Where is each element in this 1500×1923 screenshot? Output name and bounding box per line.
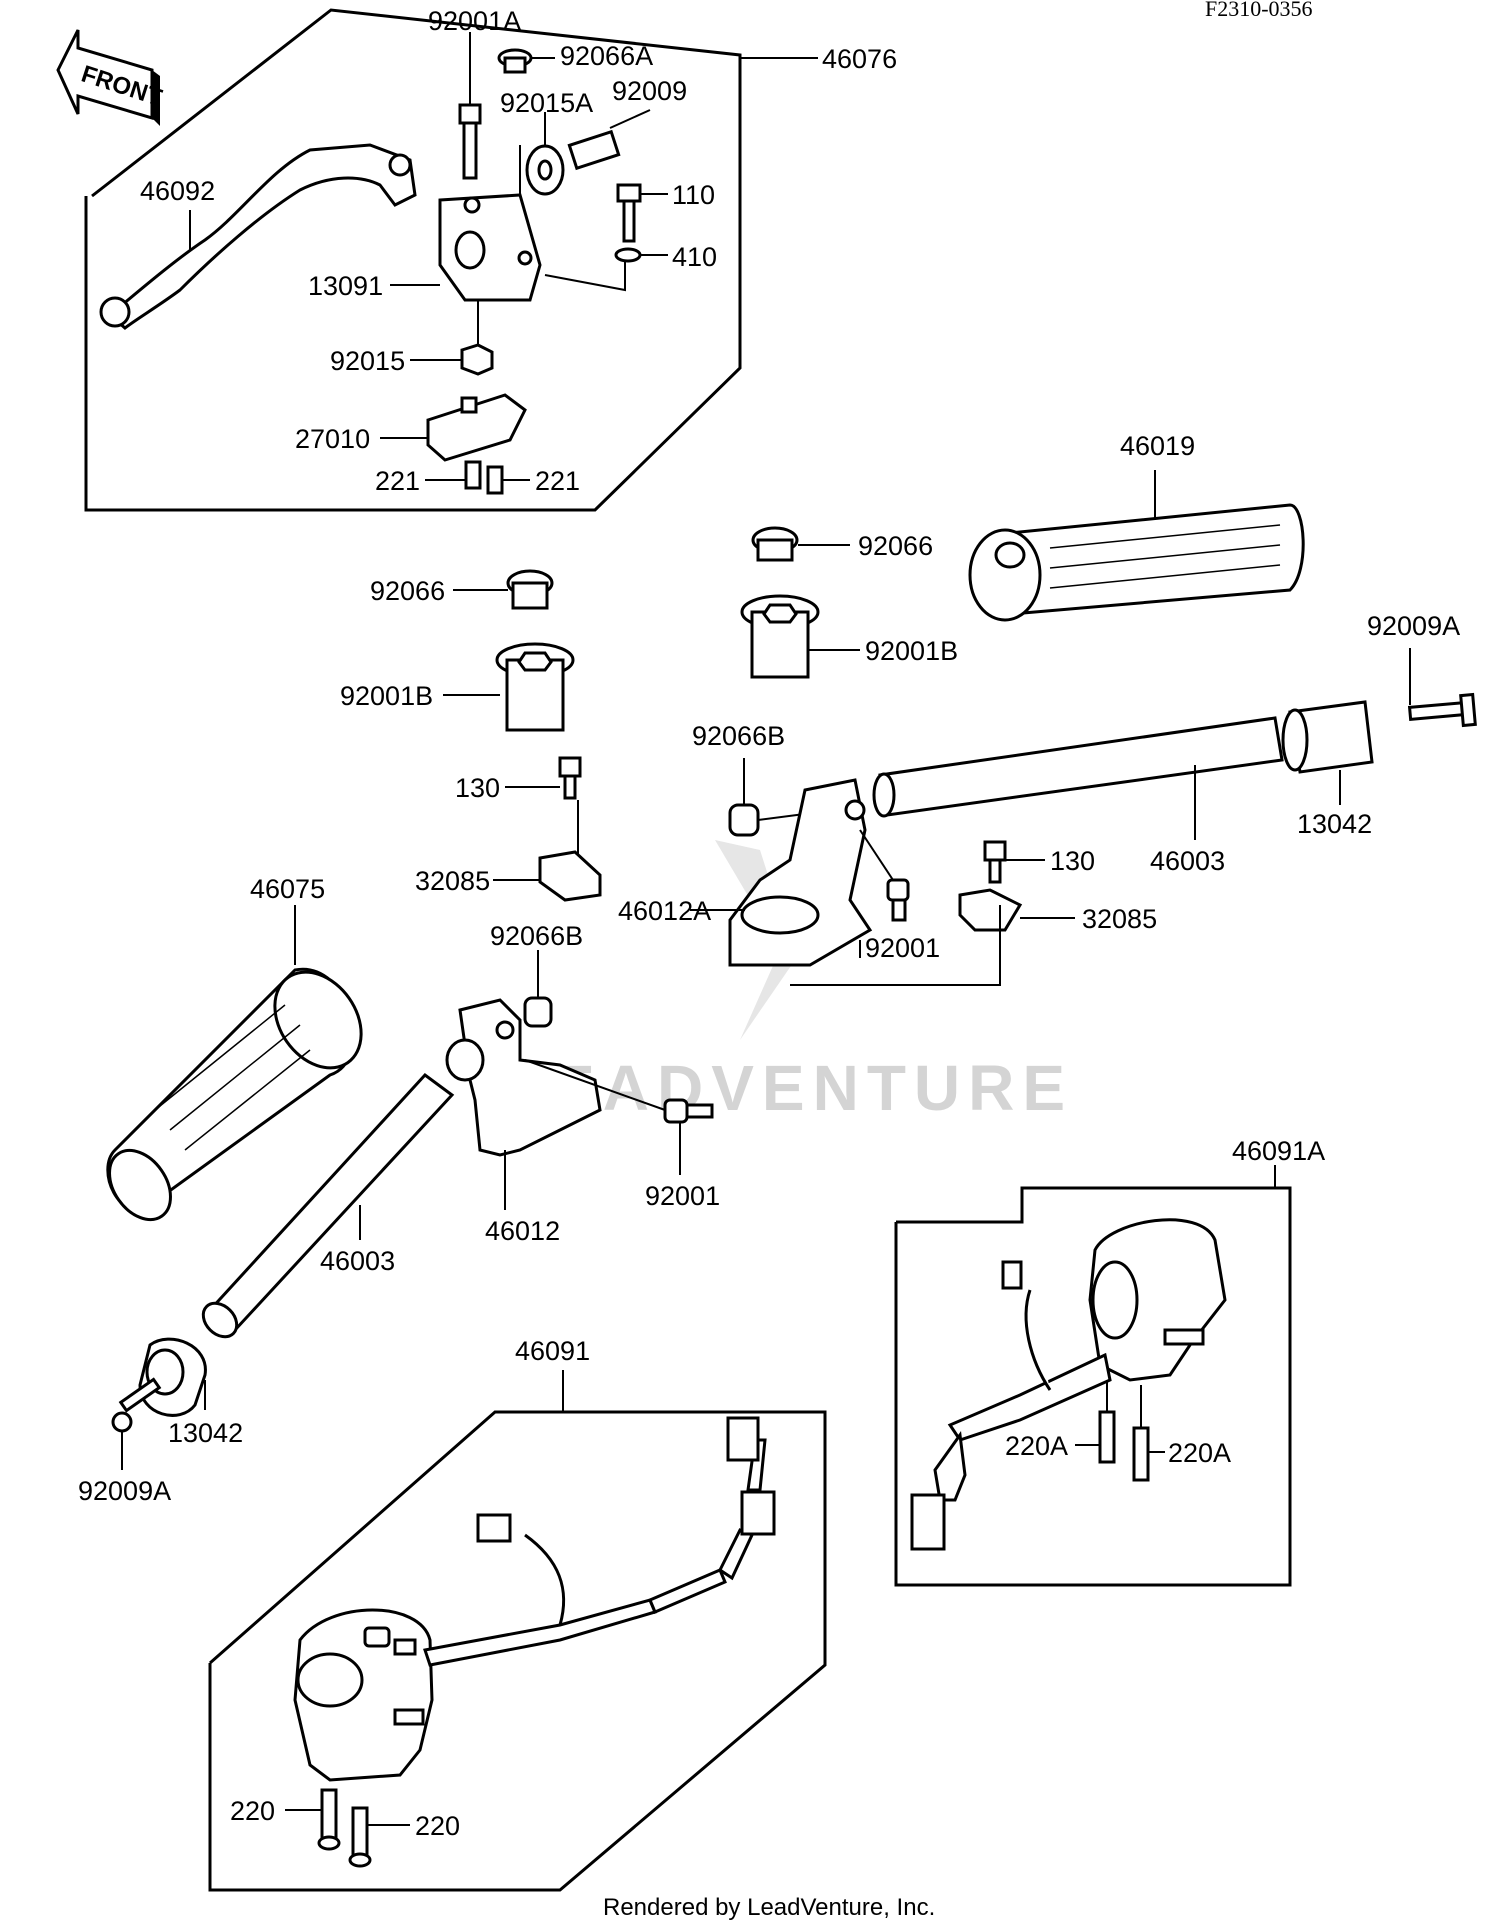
- label-32085-right: 32085: [1082, 904, 1157, 934]
- nut-92015: [460, 343, 494, 376]
- label-92009: 92009: [612, 76, 687, 106]
- cap-92066b-right: [728, 803, 760, 837]
- screw-92001-right: [886, 878, 910, 922]
- label-130-right: 130: [1050, 846, 1095, 876]
- bolt-110: [616, 183, 642, 243]
- label-130-left: 130: [455, 773, 500, 803]
- label-92066a: 92066A: [560, 41, 653, 71]
- switch-housing-46091: [293, 1416, 776, 1782]
- clamp-32085-left: [538, 850, 602, 902]
- screw-92001-left: [663, 1098, 714, 1124]
- label-92015a: 92015A: [500, 88, 593, 118]
- label-92009a-right: 92009A: [1367, 611, 1460, 641]
- screw-221-a: [464, 460, 482, 490]
- label-27010: 27010: [295, 424, 370, 454]
- bar-end-weight-right: [1281, 700, 1374, 774]
- bar-end-weight-left: [138, 1337, 207, 1417]
- label-92066-left: 92066: [370, 576, 445, 606]
- cap-92066-left: [506, 569, 554, 610]
- bolt-130-right: [983, 840, 1007, 884]
- label-220a-a: 220A: [1005, 1431, 1068, 1461]
- bar-end-bolt-left: [111, 1377, 162, 1433]
- label-92066b-right: 92066B: [692, 721, 785, 751]
- label-46091: 46091: [515, 1336, 590, 1366]
- lever-bracket: [438, 193, 542, 302]
- label-46075: 46075: [250, 874, 325, 904]
- label-46092: 46092: [140, 176, 215, 206]
- clutch-switch: [426, 393, 527, 462]
- switch-46091-box: [208, 1410, 827, 1892]
- diagram-code: F2310-0356: [1205, 0, 1313, 21]
- adjuster-92015a: [525, 144, 565, 196]
- cap-92066-right: [751, 526, 799, 562]
- label-13091: 13091: [308, 271, 383, 301]
- label-92001-left: 92001: [645, 1181, 720, 1211]
- grip-46019: [968, 503, 1305, 622]
- footer-credit: Rendered by LeadVenture, Inc.: [603, 1894, 935, 1921]
- adjuster-bolt-92009: [567, 129, 621, 171]
- clutch-lever: [99, 143, 417, 330]
- label-220-a: 220: [230, 1796, 275, 1826]
- screw-220a-a: [1098, 1410, 1116, 1464]
- plug-92001b-left: [495, 642, 575, 732]
- screw-220-a: [317, 1788, 341, 1851]
- label-92001a: 92001A: [428, 6, 521, 36]
- handlebar-pipe-right: [872, 716, 1284, 818]
- cap-92066b-left: [523, 996, 553, 1028]
- label-46003-right: 46003: [1150, 846, 1225, 876]
- label-221-b: 221: [535, 466, 580, 496]
- label-46019: 46019: [1120, 431, 1195, 461]
- label-46091a: 46091A: [1232, 1136, 1325, 1166]
- label-410: 410: [672, 242, 717, 272]
- bar-end-bolt-right: [1407, 692, 1477, 728]
- screw-221-b: [486, 465, 504, 495]
- plug-92001b-right: [740, 594, 820, 679]
- label-46076: 46076: [822, 44, 897, 74]
- clamp-32085-right: [958, 888, 1023, 932]
- label-13042-right: 13042: [1297, 809, 1372, 839]
- label-92009a-left: 92009A: [78, 1476, 171, 1506]
- washer-410: [614, 247, 642, 263]
- label-46012a: 46012A: [618, 896, 711, 926]
- bolt-130-left: [558, 756, 582, 800]
- front-arrow: FRONT: [56, 29, 165, 126]
- label-46003-left: 46003: [320, 1246, 395, 1276]
- holder-46012a: [728, 778, 873, 967]
- handlebar-pipe-left: [201, 1072, 455, 1339]
- label-92066-right: 92066: [858, 531, 933, 561]
- label-46012: 46012: [485, 1216, 560, 1246]
- label-220a-b: 220A: [1168, 1438, 1231, 1468]
- label-92001-right: 92001: [865, 933, 940, 963]
- label-32085-left: 32085: [415, 866, 490, 896]
- screw-220-b: [348, 1806, 372, 1868]
- clutch-assembly-box: [84, 8, 742, 512]
- label-220-b: 220: [415, 1811, 460, 1841]
- screw-220a-b: [1132, 1426, 1150, 1482]
- holder-46012: [445, 998, 602, 1157]
- label-221-a: 221: [375, 466, 420, 496]
- bolt-92001a: [458, 103, 482, 180]
- label-92015: 92015: [330, 346, 405, 376]
- label-92066b-left: 92066B: [490, 921, 583, 951]
- label-13042-left: 13042: [168, 1418, 243, 1448]
- switch-46091a-box: [894, 1186, 1292, 1587]
- cap-92066a: [497, 48, 533, 74]
- switch-housing-46091a: [910, 1218, 1227, 1551]
- grip-46075: [106, 967, 363, 1222]
- label-110: 110: [672, 180, 715, 210]
- label-92001b-left: 92001B: [340, 681, 433, 711]
- label-92001b-right: 92001B: [865, 636, 958, 666]
